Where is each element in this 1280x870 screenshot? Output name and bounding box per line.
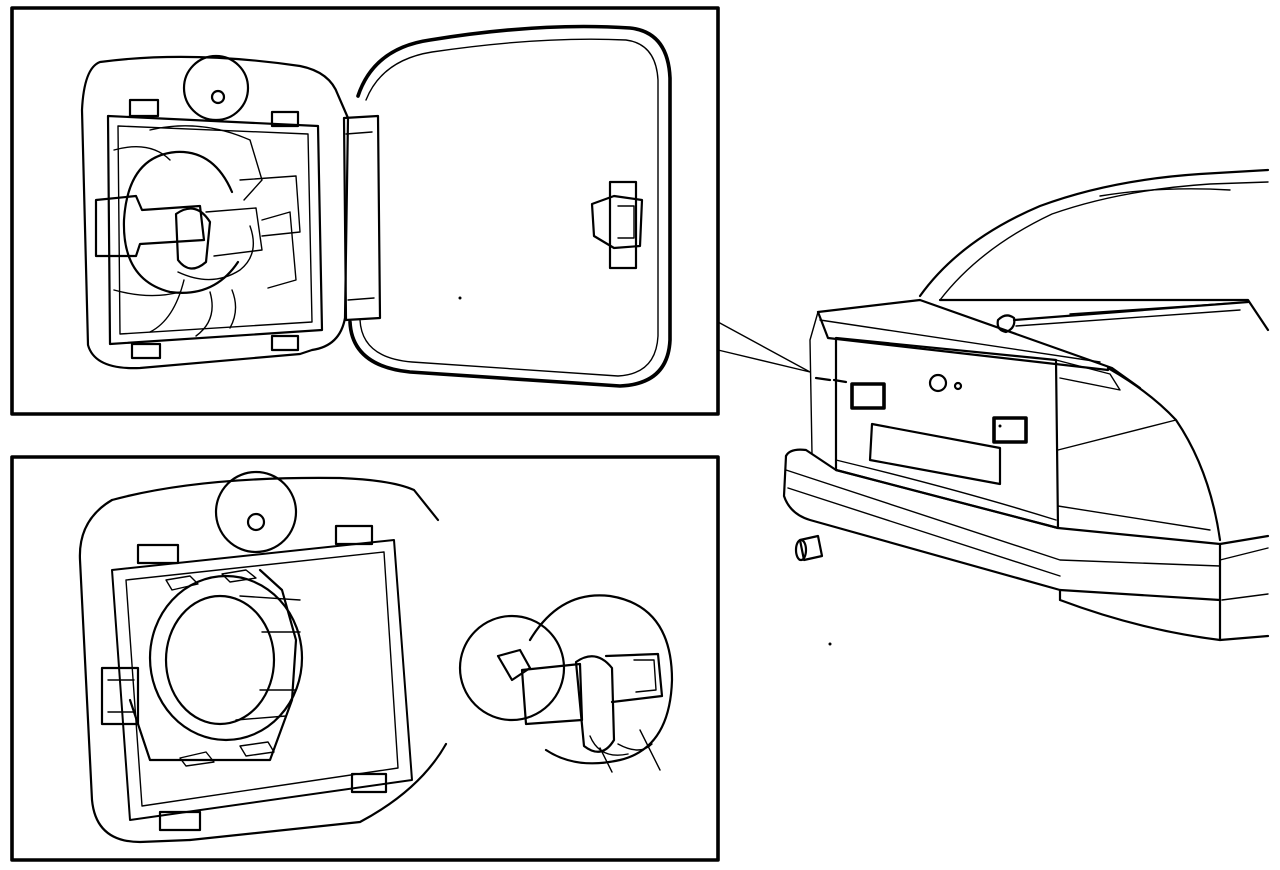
badge	[816, 378, 846, 382]
hinge-pivot-hole	[248, 514, 264, 530]
lock-barrel	[930, 375, 946, 391]
cap-handle	[522, 664, 582, 724]
rear-bumper	[786, 450, 1268, 544]
rear-window	[940, 300, 1268, 330]
hinge-pivot-disc	[216, 472, 296, 552]
bottom-panel-frame	[12, 457, 718, 860]
tail-light-cluster	[1108, 368, 1220, 540]
fuel-flap-door	[350, 27, 670, 387]
cap-tether	[150, 226, 253, 336]
frame-tab	[160, 812, 200, 830]
cap-front-disc	[530, 595, 672, 763]
hinge-pivot-hole	[212, 91, 224, 103]
cap-tether	[590, 730, 660, 772]
filler-recess-housing	[112, 478, 438, 520]
cap-clip	[96, 196, 204, 256]
top-panel-frame	[12, 8, 718, 414]
frame-tab	[352, 774, 386, 792]
frame-tab	[130, 100, 158, 116]
frame-tab	[132, 344, 160, 358]
frame-slot	[180, 752, 214, 766]
exhaust-pipe	[800, 536, 822, 560]
car-roof	[920, 170, 1268, 296]
filler-neck-inner	[166, 596, 274, 724]
flap-latch	[610, 182, 636, 268]
reverse-light	[852, 384, 884, 408]
frame-slot	[222, 570, 256, 582]
mounting-frame	[112, 540, 412, 820]
filler-neck-outer	[150, 576, 302, 740]
frame-tab	[272, 112, 298, 126]
frame-tab	[138, 545, 178, 563]
frame-slot	[240, 742, 274, 756]
frame-slot	[166, 576, 198, 590]
flap-hinge	[344, 116, 380, 320]
fuel-recess-housing	[82, 57, 348, 368]
removed-fuel-cap	[460, 595, 672, 772]
car-rear-view	[784, 170, 1268, 646]
licence-plate	[870, 424, 1000, 484]
cap-back-disc	[460, 616, 564, 720]
inner-frame	[108, 116, 322, 344]
bottom-panel	[12, 457, 718, 860]
side-clip	[102, 668, 138, 724]
stowed-cap	[124, 152, 238, 293]
reverse-light	[994, 418, 1026, 442]
callout-leader	[718, 322, 810, 372]
frame-tab	[272, 336, 298, 350]
hinge-pivot-disc	[184, 56, 248, 120]
top-panel	[12, 8, 718, 414]
frame-tab	[336, 526, 372, 544]
